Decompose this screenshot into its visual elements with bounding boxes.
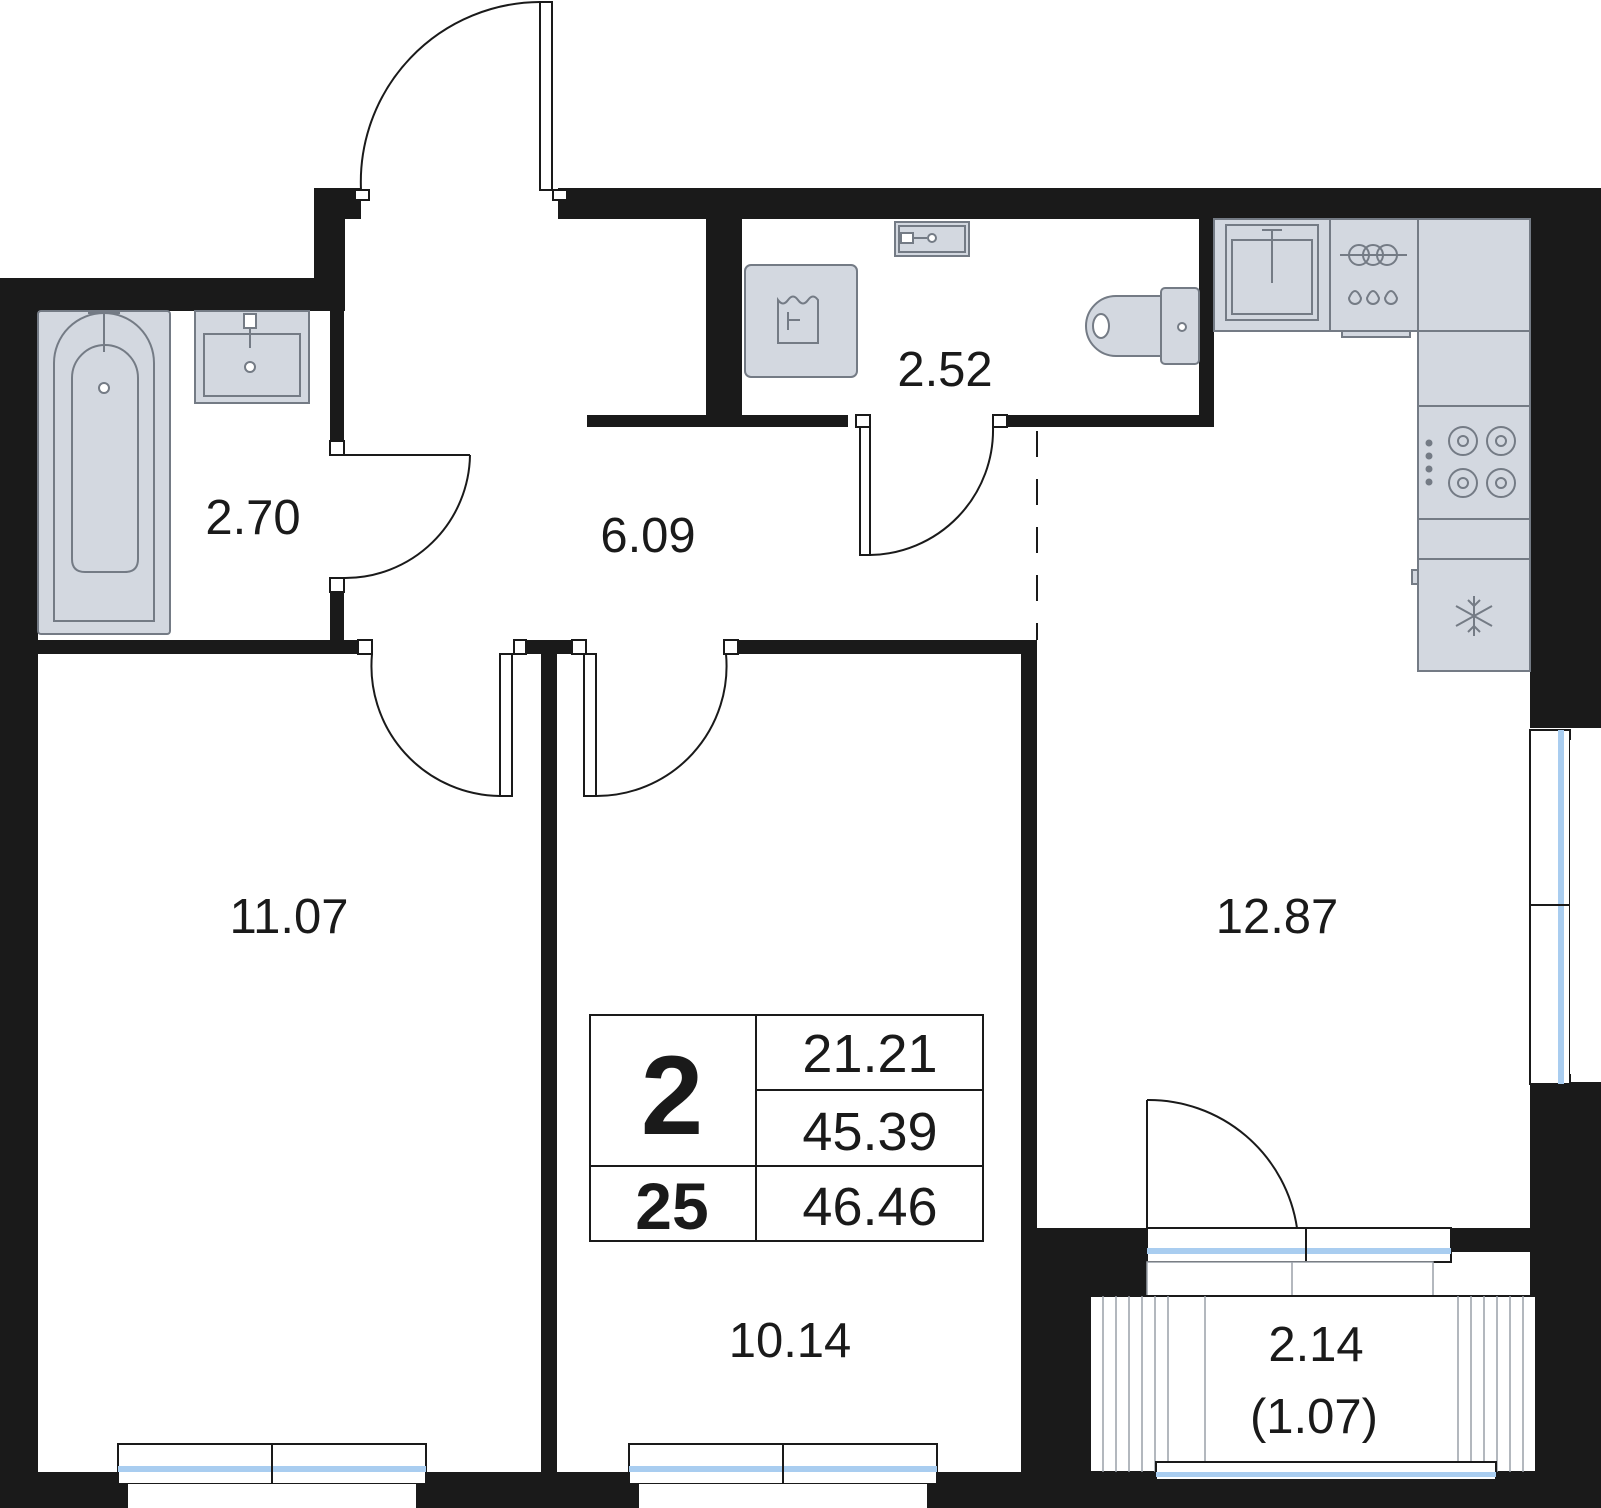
room-area-toilet: 2.52 (897, 343, 992, 397)
summary-living-area: 21.21 (802, 1024, 937, 1084)
bathtub-icon (37, 310, 171, 635)
window-bedroom-left (117, 1443, 427, 1508)
kitchen-sink-icon (1225, 224, 1319, 321)
bathroom-door (329, 440, 471, 593)
window-bedroom-middle (628, 1443, 938, 1508)
room-area-balcony-coef: (1.07) (1250, 1390, 1378, 1444)
washing-machine-icon (744, 264, 858, 378)
windows (117, 729, 1601, 1508)
summary-table: 2 25 21.21 45.39 46.46 (589, 1014, 984, 1243)
room-area-balcony: 2.14 (1268, 1318, 1363, 1372)
toilet-door (855, 414, 1008, 556)
room-area-bedroom-middle: 10.14 (729, 1314, 852, 1368)
window-kitchen (1529, 729, 1601, 1085)
bathroom-sink-icon (194, 310, 310, 404)
room-area-bathroom: 2.70 (205, 491, 300, 545)
room-labels: 2.70 6.09 2.52 12.87 11.07 10.14 2.14 (1… (205, 343, 1378, 1444)
toilet-icon (1085, 287, 1200, 365)
room-area-kitchen-living: 12.87 (1216, 890, 1339, 944)
dishwasher-icon (1329, 218, 1419, 338)
bedroom-left-door (357, 639, 527, 797)
summary-rooms-count: 2 (641, 1033, 703, 1158)
fridge-icon (1411, 558, 1531, 672)
summary-total-with-balcony: 46.46 (802, 1177, 937, 1237)
toilet-sink-icon (894, 221, 970, 257)
fixtures (37, 218, 1531, 672)
stove-icon (1417, 405, 1531, 520)
bedroom-middle-door (571, 639, 739, 798)
balcony-door (1146, 1098, 1298, 1229)
doors (329, 1, 1298, 1229)
entrance-door (354, 1, 568, 201)
summary-floor: 25 (635, 1169, 708, 1243)
room-area-bedroom-left: 11.07 (230, 890, 349, 944)
balcony (1089, 1227, 1537, 1481)
summary-total-area: 45.39 (802, 1102, 937, 1162)
room-area-hallway: 6.09 (600, 509, 695, 563)
